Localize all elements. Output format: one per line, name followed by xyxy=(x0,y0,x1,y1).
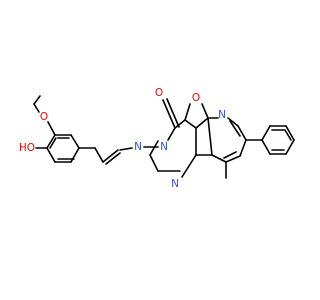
bond xyxy=(181,154,197,178)
bond xyxy=(174,119,186,129)
bond xyxy=(70,134,80,149)
bond xyxy=(229,120,241,137)
bond xyxy=(46,147,56,163)
bond xyxy=(33,95,41,105)
bond xyxy=(46,134,56,149)
bond xyxy=(261,139,271,155)
bond xyxy=(184,103,191,121)
bond xyxy=(261,125,271,141)
bond xyxy=(284,129,292,141)
bond-layer xyxy=(33,95,295,179)
bond xyxy=(94,147,104,163)
bond xyxy=(225,155,241,163)
bond xyxy=(285,125,295,141)
bond xyxy=(207,117,213,156)
bond xyxy=(149,140,159,156)
methoxy-oxygen-label: O xyxy=(40,111,48,123)
atom-label-layer: HO O O O N N N N xyxy=(19,87,226,190)
bond xyxy=(49,137,57,149)
bond xyxy=(102,149,119,163)
bond xyxy=(47,121,56,136)
bond xyxy=(184,119,197,129)
bond xyxy=(166,98,180,128)
bond xyxy=(119,147,133,151)
bond xyxy=(70,147,80,163)
imine-nitrogen-label: N xyxy=(134,141,142,153)
hydroxyl-oxygen-label: HO xyxy=(19,142,35,154)
carbonyl-oxygen-label: O xyxy=(155,87,163,99)
furan-oxygen-label: O xyxy=(192,92,200,104)
pyridine-nitrogen-label: N xyxy=(218,109,226,121)
bond xyxy=(239,139,247,157)
bond xyxy=(149,154,159,172)
bond xyxy=(33,103,40,113)
bond xyxy=(162,99,176,129)
bond xyxy=(167,127,176,141)
bond xyxy=(285,139,295,155)
molecule-structure: HO O O O N N N N xyxy=(19,87,295,190)
bond xyxy=(223,151,237,159)
bond xyxy=(227,117,239,127)
bond xyxy=(195,117,209,129)
bond xyxy=(201,103,209,119)
bond xyxy=(211,154,227,163)
ring-nitrogen-1-label: N xyxy=(171,178,179,190)
ring-nitrogen-3-label: N xyxy=(160,141,168,153)
bond xyxy=(105,152,121,165)
bond xyxy=(237,125,247,141)
